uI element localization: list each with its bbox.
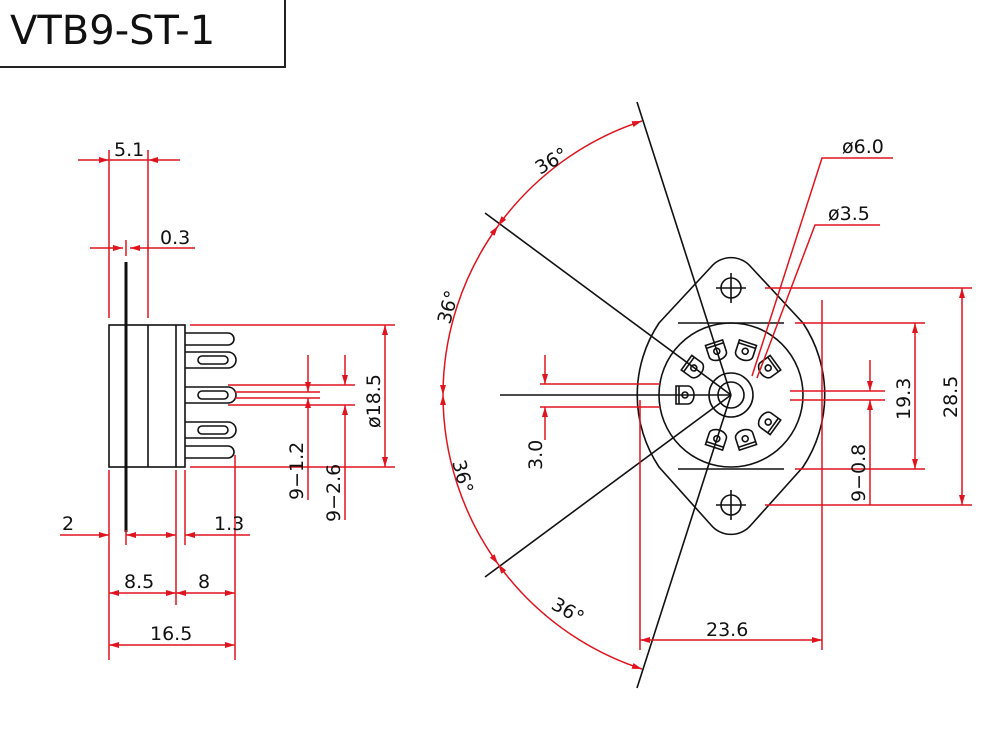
dimensions-side — [60, 150, 395, 660]
part-number-title: VTB9-ST-1 — [10, 8, 216, 54]
dim-18-5: ø18.5 — [363, 374, 385, 428]
pin-contact — [734, 338, 758, 362]
dim-16-5: 16.5 — [150, 623, 192, 645]
dim-9-2-6: 9−2.6 — [323, 464, 345, 522]
pin-contact — [757, 354, 782, 379]
dim-9-0-8: 9−0.8 — [848, 444, 870, 502]
pin-contact — [757, 411, 782, 436]
dim-8: 8 — [198, 571, 210, 593]
front-view: 36° 36° 36° 36° ø6.0 ø3.5 3.0 — [434, 101, 972, 689]
mounting-hole-bottom — [716, 490, 746, 520]
pins-side — [185, 332, 237, 459]
dim-inner-hole: ø3.5 — [828, 203, 870, 225]
pin-contact — [734, 428, 758, 452]
dimensions-front — [540, 157, 972, 650]
dim-5-1: 5.1 — [114, 139, 144, 161]
dim-2: 2 — [62, 513, 74, 535]
side-view: 5.1 0.3 ø18.5 9−1.2 9−2.6 2 1.3 8.5 8 16… — [60, 139, 395, 660]
dim-3-0: 3.0 — [525, 440, 547, 470]
dim-0-3: 0.3 — [160, 227, 190, 249]
dim-9-1-2: 9−1.2 — [286, 442, 308, 500]
socket-body-side — [108, 262, 186, 532]
dim-28-5: 28.5 — [940, 376, 962, 418]
angle-label-4: 36° — [548, 593, 588, 629]
dim-1-3: 1.3 — [214, 513, 244, 535]
angle-label-2: 36° — [434, 288, 464, 326]
angle-label-1: 36° — [532, 143, 572, 179]
angle-label-3: 36° — [447, 458, 477, 496]
angle-arc — [440, 120, 643, 670]
dim-23-6: 23.6 — [706, 619, 748, 641]
mounting-hole-top — [716, 273, 746, 303]
dim-center-hole: ø6.0 — [842, 136, 884, 158]
dim-8-5: 8.5 — [124, 571, 154, 593]
title-box: VTB9-ST-1 — [0, 0, 286, 68]
center-lines — [484, 101, 732, 689]
dim-19-3: 19.3 — [893, 378, 915, 420]
